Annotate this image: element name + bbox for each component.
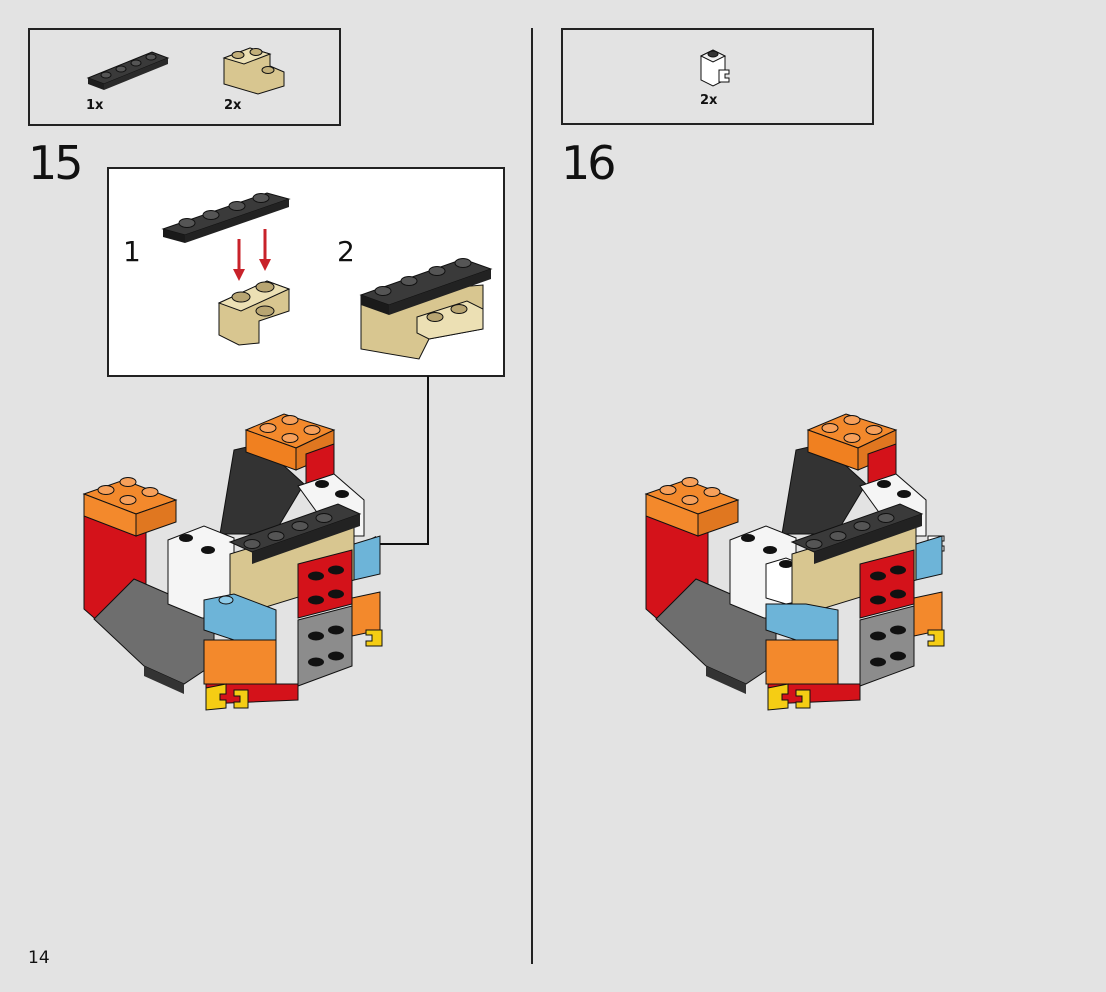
callout-sub2-illustration xyxy=(359,258,493,360)
step15-parts-box: 1x 2x xyxy=(28,28,341,126)
dark-gray-plate-1x4-part xyxy=(86,51,170,90)
step15-callout: 1 2 xyxy=(107,167,505,377)
step-number-15: 15 xyxy=(28,136,84,190)
step15-model-illustration xyxy=(82,413,383,711)
part-qty-clip: 2x xyxy=(700,93,718,108)
substep-1: 1 xyxy=(123,235,141,268)
part-qty-plate: 1x xyxy=(86,98,104,113)
white-brick-with-clip-part xyxy=(699,49,730,87)
page-divider xyxy=(531,28,533,964)
page-number: 14 xyxy=(28,948,50,968)
step16-parts-box: 2x xyxy=(561,28,874,125)
step16-model-illustration xyxy=(644,413,945,711)
substep-2: 2 xyxy=(337,235,355,268)
tan-corner-brick-part xyxy=(222,47,285,95)
step-number-16: 16 xyxy=(561,136,617,190)
part-qty-corner: 2x xyxy=(224,98,242,113)
callout-sub1-illustration xyxy=(161,192,291,346)
